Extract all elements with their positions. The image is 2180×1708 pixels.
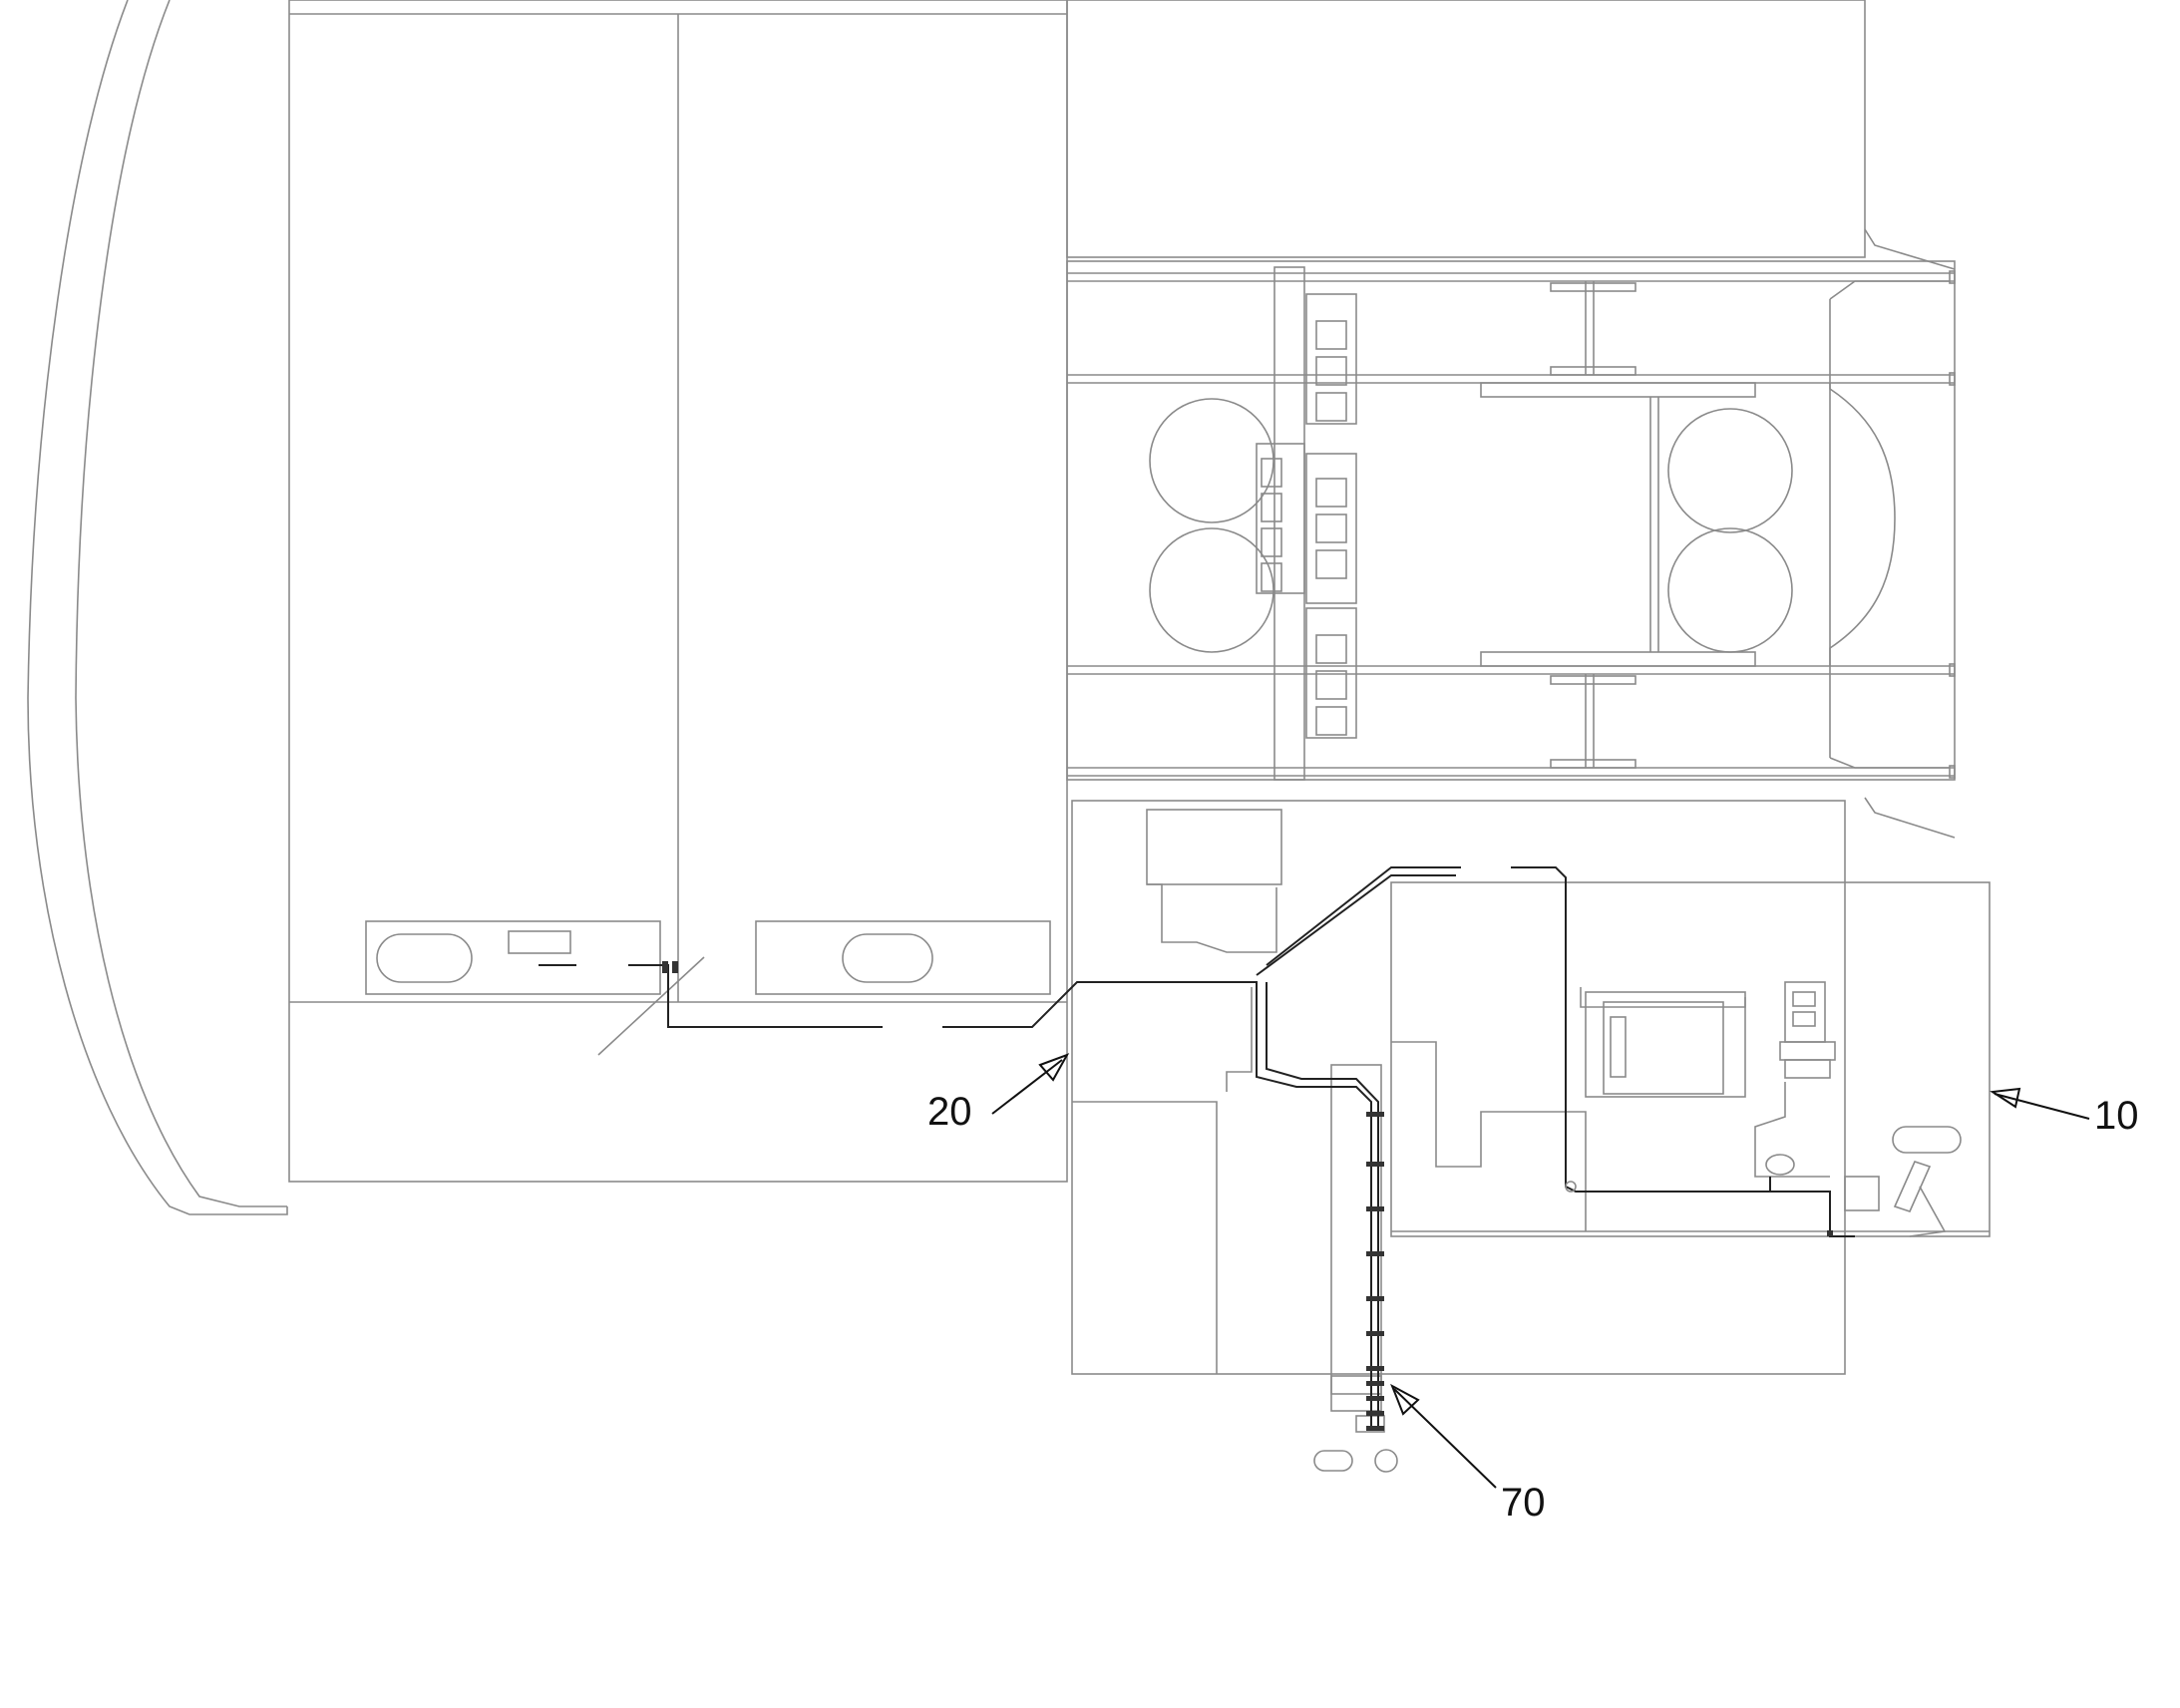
reference-70: 70 [1390, 1383, 1546, 1525]
reference-10: 10 [1990, 1087, 2139, 1138]
leader-line-70 [1393, 1388, 1497, 1489]
arrowhead-70 [1390, 1383, 1420, 1416]
conduit-routing [539, 866, 1855, 1431]
left-cabinet [288, 0, 1068, 1183]
arrowhead-20 [1038, 1053, 1070, 1082]
chassis-frame [1066, 260, 1956, 839]
leader-line-20 [991, 1059, 1063, 1115]
upper-enclosure [1066, 0, 1956, 270]
arrowhead-10 [1990, 1087, 2021, 1109]
curved-side-panel [27, 0, 288, 1215]
ref-label-20: 20 [927, 1090, 972, 1134]
leader-line-10 [1994, 1093, 2090, 1120]
lower-housing [1071, 800, 1846, 1473]
reference-20: 20 [927, 1053, 1070, 1134]
ref-label-10: 10 [2094, 1094, 2139, 1138]
ref-label-70: 70 [1501, 1481, 1546, 1525]
component-10-enclosure [1390, 881, 1991, 1237]
